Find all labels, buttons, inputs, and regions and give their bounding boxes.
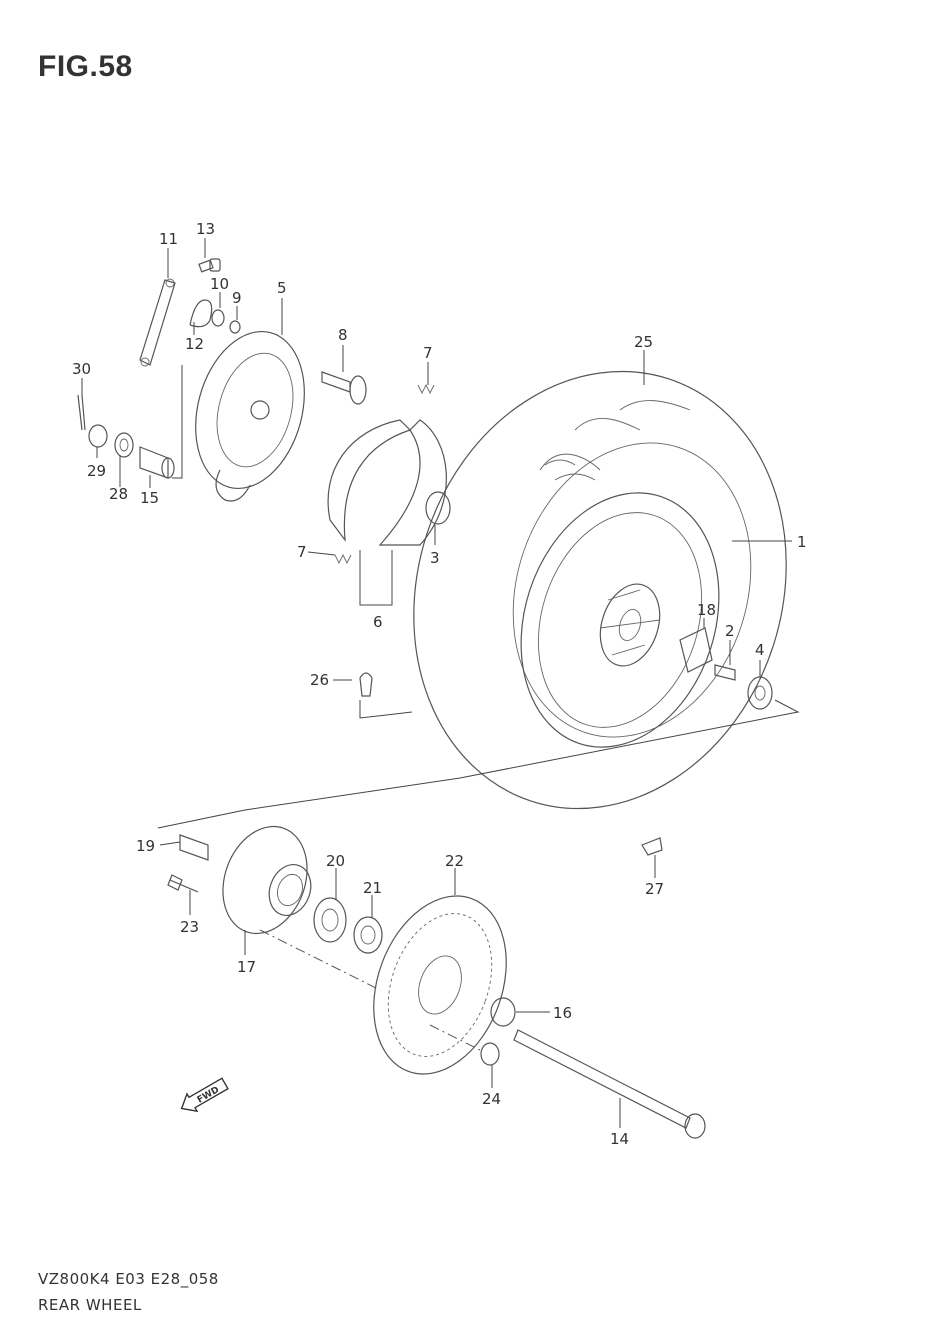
- sprocket-22-part[interactable]: [350, 877, 529, 1092]
- callout-30: 30: [72, 360, 91, 378]
- callout-1: 1: [797, 533, 807, 551]
- stud-19-part[interactable]: [179, 834, 209, 861]
- valve-leader: [359, 700, 413, 719]
- figure-title: FIG.58: [38, 50, 133, 83]
- callout-28: 28: [109, 485, 128, 503]
- bolt-23-part[interactable]: [167, 874, 199, 893]
- callout-25: 25: [634, 333, 653, 351]
- forward-arrow-icon: FWD: [180, 1077, 229, 1113]
- callout-19: 19: [136, 837, 155, 855]
- drum-dash-line: [259, 929, 381, 991]
- callout-2: 2: [725, 622, 735, 640]
- group-bracket-15: [172, 365, 183, 479]
- callout-6: 6: [373, 613, 383, 631]
- spacer-15-part[interactable]: [139, 446, 175, 479]
- model-code: VZ800K4 E03 E28_058: [38, 1270, 219, 1288]
- callout-18: 18: [697, 601, 716, 619]
- spring-7b-part[interactable]: [334, 553, 352, 565]
- brake-shoe-part[interactable]: [327, 419, 447, 546]
- callout-17: 17: [237, 958, 256, 976]
- callout-5: 5: [277, 279, 287, 297]
- cam-lever-part[interactable]: [139, 278, 176, 367]
- callout-21: 21: [363, 879, 382, 897]
- washer-9-part[interactable]: [229, 320, 241, 334]
- callout-8: 8: [338, 326, 348, 344]
- cotter-pin-part[interactable]: [77, 394, 86, 431]
- sprocket-drum-part[interactable]: [209, 815, 322, 946]
- spring-12-part[interactable]: [189, 299, 213, 328]
- brake-panel-part[interactable]: [179, 319, 321, 502]
- balancer-27-part[interactable]: [641, 837, 663, 856]
- wheel-rim-part[interactable]: [489, 467, 750, 773]
- spring-7a-part[interactable]: [417, 383, 435, 395]
- section-name: REAR WHEEL: [38, 1296, 142, 1314]
- callout-27: 27: [645, 880, 664, 898]
- callout-10: 10: [210, 275, 229, 293]
- callout-3: 3: [430, 549, 440, 567]
- callout-4: 4: [755, 641, 765, 659]
- axle-14-part[interactable]: [513, 1029, 706, 1139]
- callout-22: 22: [445, 852, 464, 870]
- callout-11: 11: [159, 230, 178, 248]
- callout-26: 26: [310, 671, 329, 689]
- callout-7a: 7: [423, 344, 433, 362]
- seal-21-part[interactable]: [353, 916, 383, 954]
- spacer-16-part[interactable]: [490, 997, 516, 1027]
- callout-7b: 7: [297, 543, 307, 561]
- callout-9: 9: [232, 289, 242, 307]
- callout-13: 13: [196, 220, 215, 238]
- callout-14: 14: [610, 1130, 629, 1148]
- washer-28-part[interactable]: [114, 432, 134, 458]
- callout-15: 15: [140, 489, 159, 507]
- callout-12: 12: [185, 335, 204, 353]
- group-bracket-6: [359, 550, 393, 606]
- tire-part[interactable]: [358, 323, 841, 858]
- callout-20: 20: [326, 852, 345, 870]
- bolt-13-part[interactable]: [198, 258, 221, 273]
- nut-24-part[interactable]: [480, 1042, 500, 1066]
- dust-seal-3-part[interactable]: [425, 491, 451, 525]
- pin-8-part[interactable]: [321, 371, 367, 405]
- bearing-4-part[interactable]: [747, 676, 773, 710]
- callout-24: 24: [482, 1090, 501, 1108]
- nut-29-part[interactable]: [88, 424, 108, 448]
- damper-18-part[interactable]: [679, 627, 713, 673]
- callout-29: 29: [87, 462, 106, 480]
- bearing-20-part[interactable]: [313, 897, 347, 943]
- sprocket-dash-line: [429, 1024, 481, 1051]
- leader-lines: [81, 238, 792, 1128]
- valve-26-part[interactable]: [359, 672, 373, 697]
- hub-axis-line: [157, 699, 800, 829]
- washer-10-part[interactable]: [211, 309, 225, 327]
- callout-23: 23: [180, 918, 199, 936]
- spacer-2-part[interactable]: [714, 664, 736, 681]
- callout-16: 16: [553, 1004, 572, 1022]
